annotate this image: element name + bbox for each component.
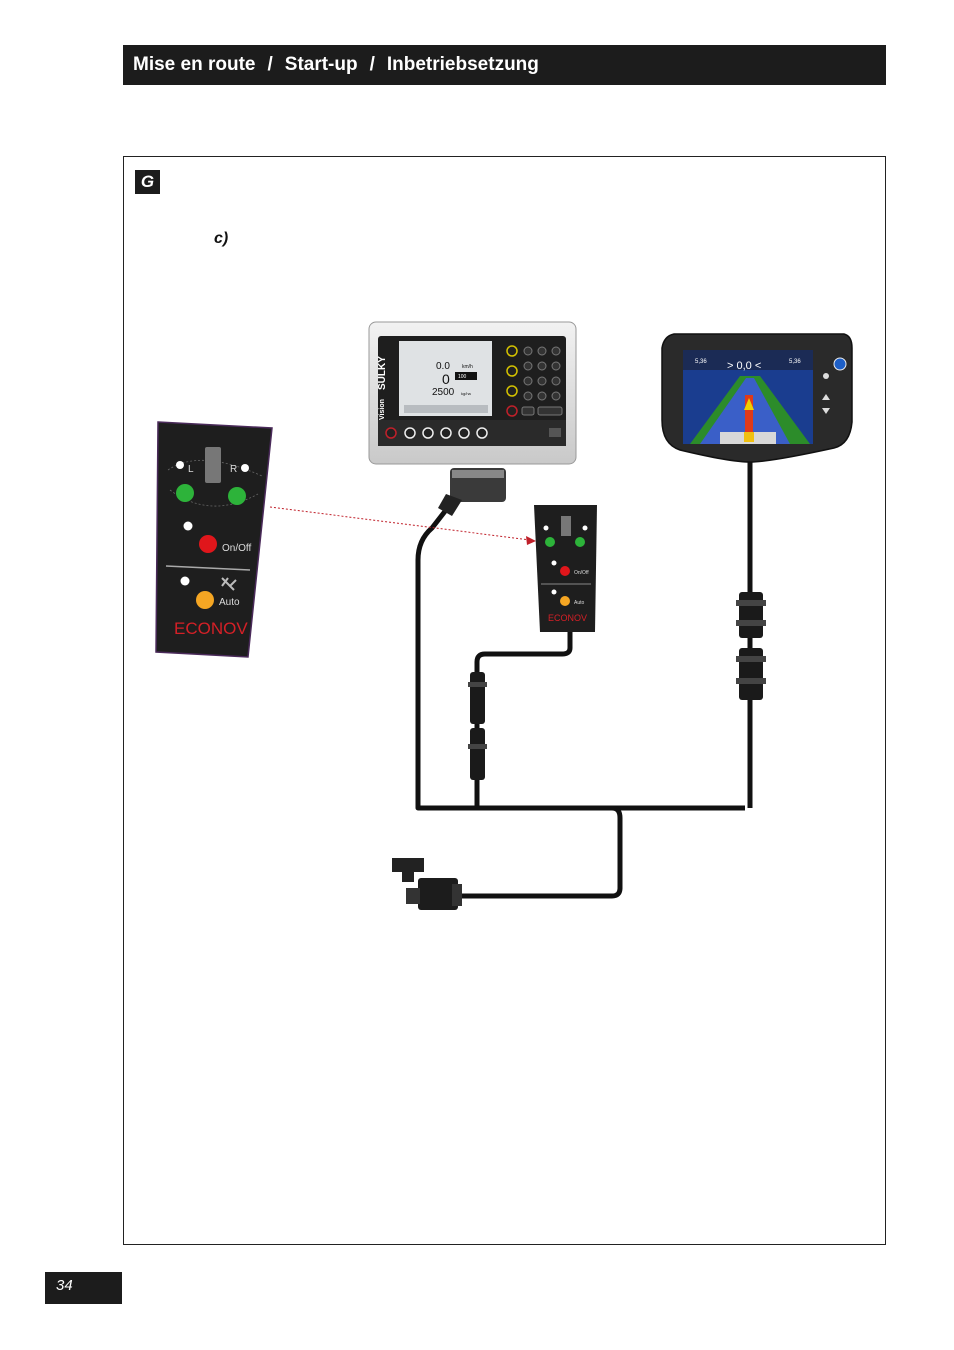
gps-display: 5,36 5,36 > 0,0 < [661, 333, 853, 463]
econov-box-small: On/Off Auto ECONOV [534, 505, 597, 632]
usb-port-icon [549, 428, 561, 437]
onoff-label: On/Off [222, 543, 251, 554]
screen-speed: 0.0 [436, 361, 450, 372]
terminal-enter-key[interactable] [537, 406, 563, 416]
gps-connector [736, 592, 766, 700]
section-header: Mise en route / Start-up / Inbetriebsetzung [123, 45, 886, 85]
power-icon[interactable] [833, 357, 847, 371]
step-label: c) [214, 230, 229, 247]
gps-right-value: 5,36 [789, 359, 801, 365]
gps-left-value: 5,36 [695, 359, 707, 365]
terminal-key[interactable] [523, 376, 533, 386]
onoff-button [199, 535, 217, 553]
terminal-key[interactable] [537, 346, 547, 356]
gps-button[interactable] [823, 373, 829, 379]
left-label: L [188, 464, 194, 475]
small-econov-brand: ECONOV [548, 613, 587, 623]
spreader-icon [221, 577, 237, 591]
power-plug [392, 858, 462, 910]
terminal-key[interactable] [521, 406, 535, 416]
screen-big-value: 0 [442, 371, 450, 387]
figure-label: G [135, 170, 160, 194]
figure-frame [123, 156, 886, 1245]
left-section-led [545, 537, 555, 547]
terminal-key[interactable] [404, 427, 416, 439]
terminal-brand: SULKY [377, 356, 388, 390]
terminal-key[interactable] [523, 361, 533, 371]
terminal-key[interactable] [551, 391, 561, 401]
sulky-vision-terminal: SULKY Vision 0.0 km/h 0 100 2500 kg/ha [368, 321, 577, 465]
terminal-model: Vision [379, 399, 386, 420]
screen-speed-unit: km/h [462, 364, 473, 370]
terminal-key[interactable] [458, 427, 470, 439]
terminal-key[interactable] [506, 345, 518, 357]
up-arrow-icon[interactable] [822, 394, 830, 400]
terminal-key[interactable] [506, 385, 518, 397]
terminal-key[interactable] [551, 361, 561, 371]
terminal-keypad [506, 345, 563, 417]
terminal-key[interactable] [506, 405, 518, 417]
left-section-button [176, 484, 194, 502]
terminal-key[interactable] [385, 427, 397, 439]
terminal-plug [438, 468, 506, 516]
screen-rate: 2500 [432, 387, 455, 398]
auto-led [560, 596, 570, 606]
small-auto-label: Auto [574, 600, 585, 606]
terminal-key[interactable] [422, 427, 434, 439]
terminal-key[interactable] [523, 391, 533, 401]
terminal-key[interactable] [506, 365, 518, 377]
pointer-arrow-icon [526, 536, 536, 545]
terminal-key[interactable] [523, 346, 533, 356]
terminal-soft-keys [385, 427, 561, 439]
zoom-pointer-line [269, 506, 531, 541]
terminal-cable [415, 508, 745, 811]
econov-box-large: L R On/Off Auto ECONOV [155, 421, 273, 658]
gps-center-value: > 0,0 < [727, 360, 761, 372]
auto-button [196, 591, 214, 609]
terminal-key[interactable] [551, 376, 561, 386]
right-section-led [575, 537, 585, 547]
control-box-cable [474, 632, 573, 808]
screen-small-box: 100 [458, 374, 467, 380]
terminal-key[interactable] [537, 391, 547, 401]
header-separator: / [369, 54, 375, 75]
econov-brand: ECONOV [174, 619, 248, 638]
power-cable [452, 805, 623, 899]
auto-label: Auto [219, 597, 240, 608]
right-section-button [228, 487, 246, 505]
terminal-key[interactable] [440, 427, 452, 439]
control-box-connector [468, 672, 487, 780]
onoff-led [560, 566, 570, 576]
screen-rate-unit: kg/ha [461, 391, 472, 396]
header-separator: / [267, 54, 273, 75]
small-onoff-label: On/Off [574, 570, 589, 576]
terminal-key[interactable] [551, 346, 561, 356]
tractor-icon [205, 447, 221, 483]
terminal-key[interactable] [537, 376, 547, 386]
header-title-fr: Mise en route [133, 54, 256, 75]
header-title-en: Start-up [284, 54, 358, 75]
right-label: R [230, 464, 237, 475]
terminal-key[interactable] [537, 361, 547, 371]
header-title-de: Inbetriebsetzung [386, 54, 539, 75]
terminal-key[interactable] [476, 427, 488, 439]
page-number: 34 [45, 1272, 122, 1304]
down-arrow-icon[interactable] [822, 408, 830, 414]
